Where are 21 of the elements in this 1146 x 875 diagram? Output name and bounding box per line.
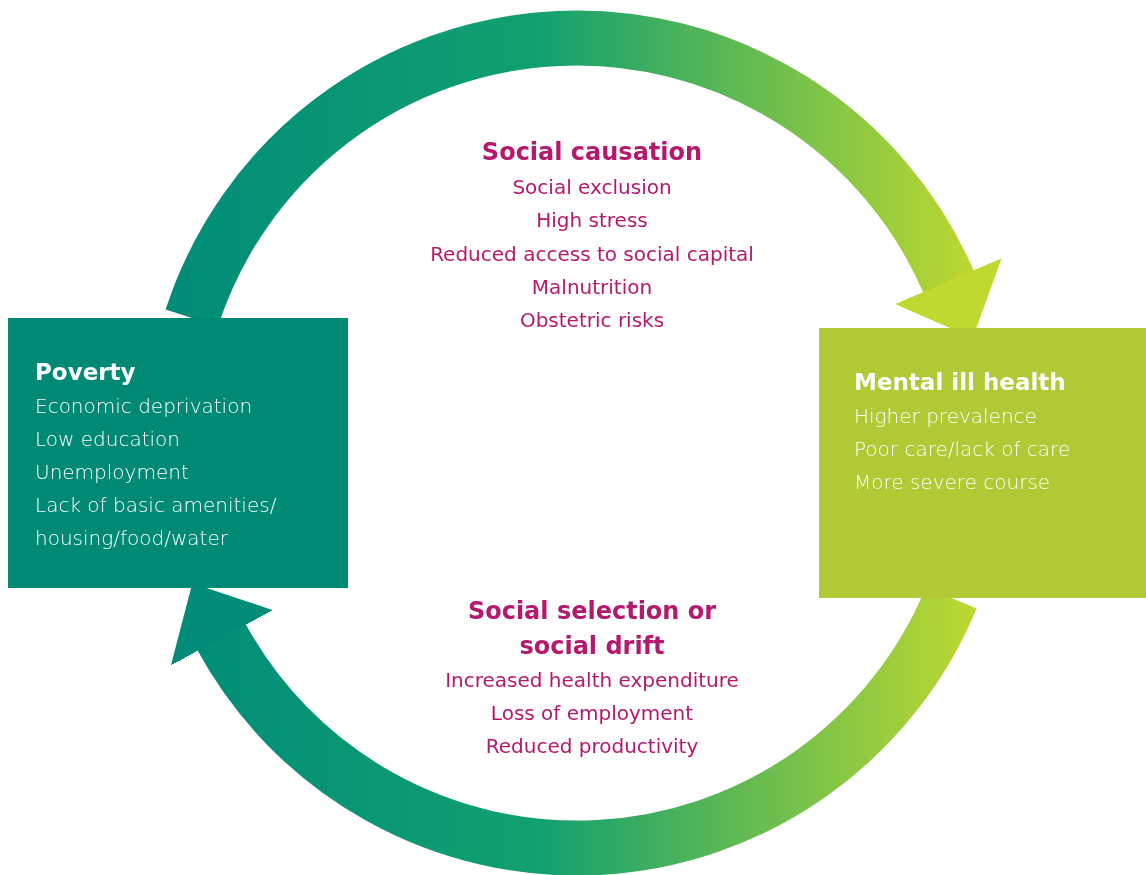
list-item: Lack of basic amenities/ housing/food/water [35, 492, 278, 552]
section-heading: Social selection or social drift [466, 596, 718, 662]
list-item: Malnutrition [531, 274, 653, 301]
box-heading: Poverty [35, 358, 137, 387]
list-item: Higher prevalence [854, 403, 1038, 430]
box [819, 328, 1146, 598]
list-item: More severe course [854, 469, 1052, 496]
list-item: Reduced access to social capital [430, 241, 754, 268]
box-heading: Mental ill health [854, 368, 1067, 397]
list-item: Economic deprivation [35, 393, 254, 420]
list-item: Social exclusion [512, 174, 672, 201]
list-item: Increased health expenditure [445, 667, 739, 694]
list-item: Poor care/lack of care [854, 436, 1072, 463]
section-heading: Social causation [480, 137, 704, 168]
list-item: Low education [35, 426, 181, 453]
list-item: Unemployment [35, 459, 190, 486]
list-item: High stress [536, 207, 648, 234]
list-item: Obstetric risks [519, 307, 665, 334]
list-item: Reduced productivity [485, 733, 699, 760]
box [8, 318, 348, 588]
list-item: Loss of employment [490, 700, 694, 727]
